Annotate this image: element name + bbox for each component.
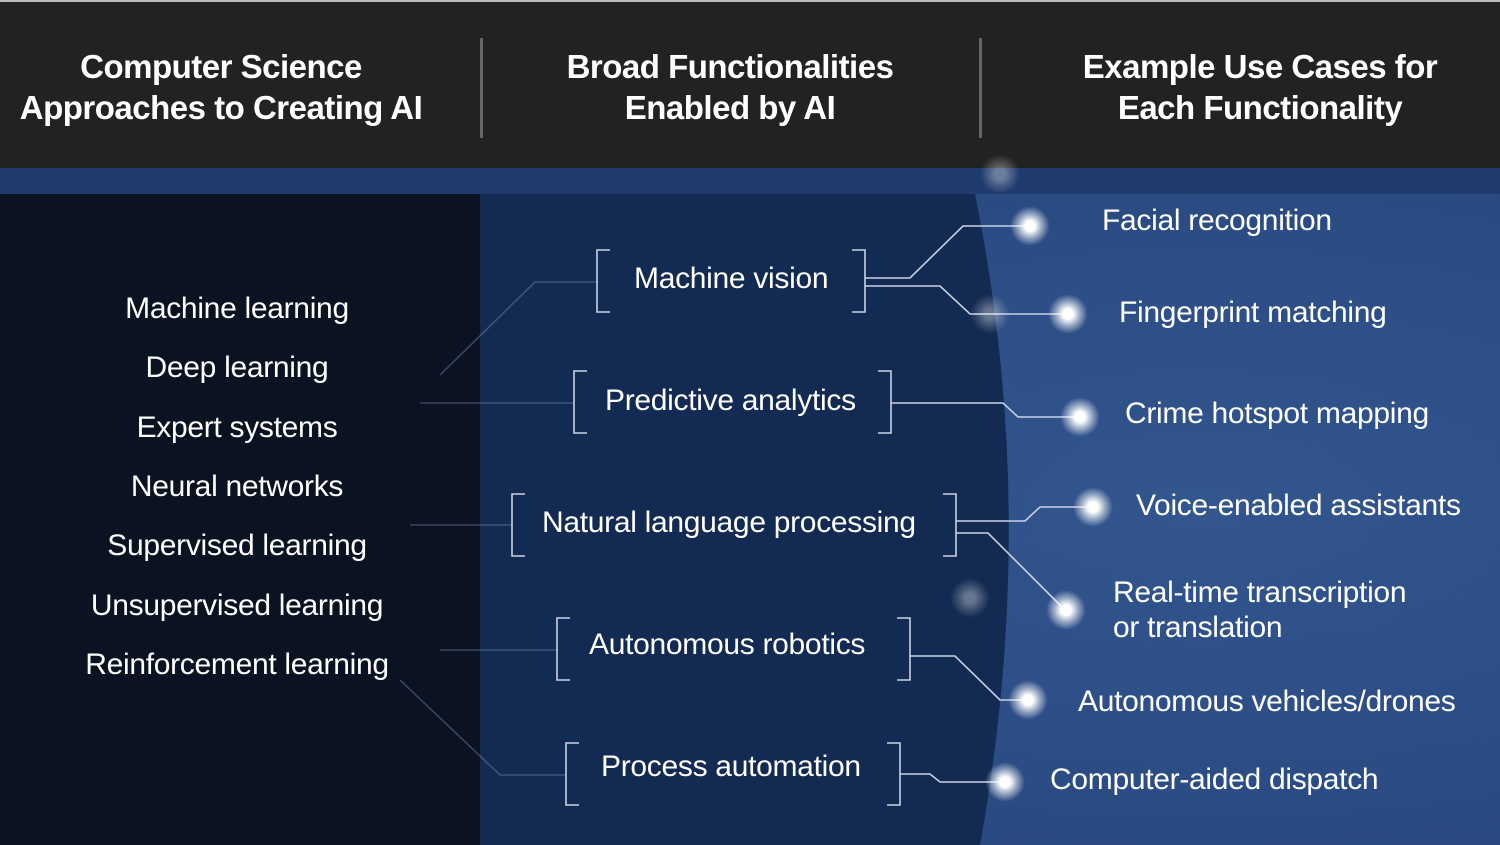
functionalities-panel: [480, 194, 1020, 845]
use-case-item: Crime hotspot mapping: [1125, 397, 1429, 430]
functionality-item: Machine vision: [634, 262, 829, 295]
approach-item: Deep learning: [145, 351, 329, 384]
approach-item: Reinforcement learning: [85, 648, 389, 681]
decorative-strip: [0, 168, 1500, 194]
approach-item: Neural networks: [130, 470, 344, 503]
glow-dot-icon: [1008, 680, 1048, 720]
glow-dot-icon: [985, 762, 1025, 802]
use-case-item: Computer-aided dispatch: [1050, 763, 1379, 796]
use-case-item: Autonomous vehicles/drones: [1078, 685, 1456, 718]
header-line: Approaches to Creating AI: [19, 89, 423, 126]
header-use-cases: Example Use Cases for Each Functionality: [1000, 46, 1500, 128]
use-case-item: Real-time transcription: [1113, 576, 1407, 609]
approach-item: Expert systems: [136, 411, 338, 444]
header: Computer Science Approaches to Creating …: [0, 0, 1500, 168]
header-line: Broad Functionalities: [566, 48, 894, 85]
glow-dot-icon: [1010, 206, 1050, 246]
functionality-item: Natural language processing: [542, 506, 916, 539]
divider: [480, 38, 483, 138]
approach-item: Supervised learning: [107, 529, 367, 562]
approaches-panel: [0, 194, 480, 845]
header-line: Example Use Cases for: [1082, 48, 1438, 85]
glow-dot-icon: [1048, 294, 1088, 334]
glow-dot-icon: [950, 578, 990, 618]
header-approaches: Computer Science Approaches to Creating …: [0, 46, 442, 128]
approach-item: Unsupervised learning: [90, 589, 384, 622]
header-line: Each Functionality: [1117, 89, 1403, 126]
approach-item: Machine learning: [125, 292, 349, 325]
functionality-item: Autonomous robotics: [589, 628, 866, 661]
header-line: Computer Science: [80, 48, 362, 85]
use-case-item: Facial recognition: [1102, 204, 1332, 237]
use-case-item: Fingerprint matching: [1119, 296, 1387, 329]
divider: [979, 38, 982, 138]
use-case-item: Voice-enabled assistants: [1136, 489, 1461, 522]
glow-dot-icon: [1046, 590, 1086, 630]
header-functionalities: Broad Functionalities Enabled by AI: [490, 46, 970, 128]
glow-dot-icon: [1073, 487, 1113, 527]
use-case-item: or translation: [1113, 611, 1283, 644]
glow-dot-icon: [1060, 397, 1100, 437]
header-line: Enabled by AI: [624, 89, 836, 126]
functionality-item: Predictive analytics: [605, 384, 856, 417]
glow-dot-icon: [970, 294, 1010, 334]
glow-dot-icon: [980, 154, 1020, 194]
functionality-item: Process automation: [601, 750, 861, 783]
